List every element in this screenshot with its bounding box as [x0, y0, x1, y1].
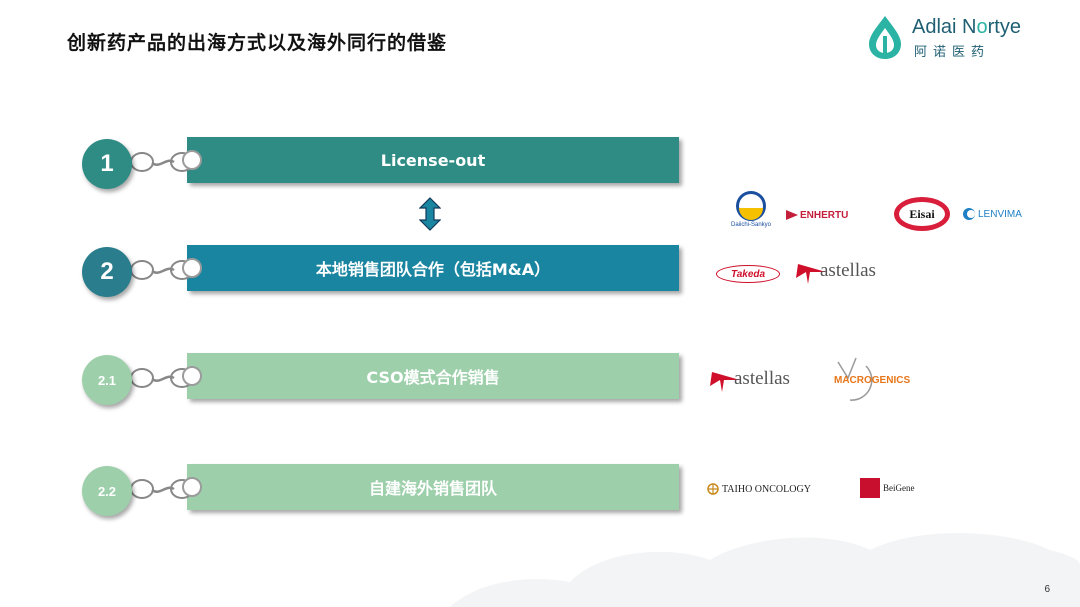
- step-local-sales: 本地销售团队合作（包括M&A） 2: [80, 245, 690, 301]
- daiichi-sankyo-emblem-icon: [736, 191, 766, 221]
- water-drop-icon: [869, 16, 901, 59]
- astellas-star-icon: [710, 372, 740, 392]
- step-number-badge: 1: [82, 139, 132, 189]
- company-logo: Adlai Nortye 阿诺医药: [866, 14, 1036, 62]
- slide-title: 创新药产品的出海方式以及海外同行的借鉴: [67, 32, 448, 54]
- step-number-badge: 2.1: [82, 355, 132, 405]
- step-label-bar: 自建海外销售团队: [187, 464, 679, 510]
- daiichi-sankyo-logo: Daiichi-Sankyo: [726, 190, 776, 236]
- page-number: 6: [1044, 584, 1050, 595]
- astellas-logo: astellas: [710, 364, 810, 394]
- connector-node: [182, 150, 202, 170]
- step-self-built: 自建海外销售团队 2.2: [80, 464, 690, 520]
- step-label-bar: License-out: [187, 137, 679, 183]
- taiho-oncology-logo: TAIHO ONCOLOGY: [707, 480, 831, 498]
- step-label-bar: 本地销售团队合作（包括M&A）: [187, 245, 679, 291]
- connector-node: [182, 366, 202, 386]
- astellas-star-icon: [796, 264, 826, 284]
- cloud-decoration: [450, 533, 1080, 607]
- lenvima-mark-icon: [963, 208, 975, 220]
- beigene-logo: BeiGene: [860, 476, 922, 500]
- connector-node: [182, 258, 202, 278]
- step-label-bar: CSO模式合作销售: [187, 353, 679, 399]
- connector-node: [182, 477, 202, 497]
- enhertu-mark-icon: [786, 210, 798, 220]
- step-number-badge: 2.2: [82, 466, 132, 516]
- step-cso: CSO模式合作销售 2.1: [80, 353, 690, 409]
- astellas-logo: astellas: [796, 256, 896, 286]
- macrogenics-logo: MACROGENICS: [834, 356, 924, 404]
- step-license-out: License-out 1: [80, 137, 690, 193]
- company-name-cn: 阿诺医药: [914, 45, 991, 60]
- beigene-seal-icon: [860, 478, 880, 498]
- step-number-badge: 2: [82, 247, 132, 297]
- enhertu-logo: ENHERTU: [786, 204, 876, 226]
- lenvima-logo: LENVIMA: [962, 204, 1042, 224]
- taiho-emblem-icon: [707, 483, 719, 495]
- double-arrow-icon: [419, 197, 441, 231]
- eisai-logo: Eisai: [893, 196, 951, 232]
- takeda-logo: Takeda: [716, 264, 782, 284]
- macrogenics-mark-icon: [837, 357, 873, 401]
